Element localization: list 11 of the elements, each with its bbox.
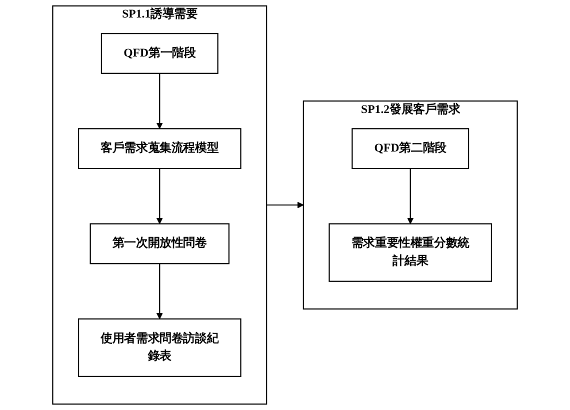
node-box: 需求重要性權重分數統計結果: [328, 223, 492, 282]
node-box: 客戶需求蒐集流程模型: [78, 128, 242, 170]
arrow: [407, 168, 414, 224]
node-box: QFD第一階段: [100, 33, 218, 74]
node-box: 使用者需求問卷訪談紀錄表: [78, 318, 242, 377]
arrow: [156, 264, 163, 320]
arrow: [156, 73, 163, 129]
arrow: [266, 202, 304, 208]
node-box: 第一次開放性問卷: [90, 223, 230, 264]
arrow: [156, 168, 163, 224]
node-box: QFD第二階段: [352, 128, 470, 170]
